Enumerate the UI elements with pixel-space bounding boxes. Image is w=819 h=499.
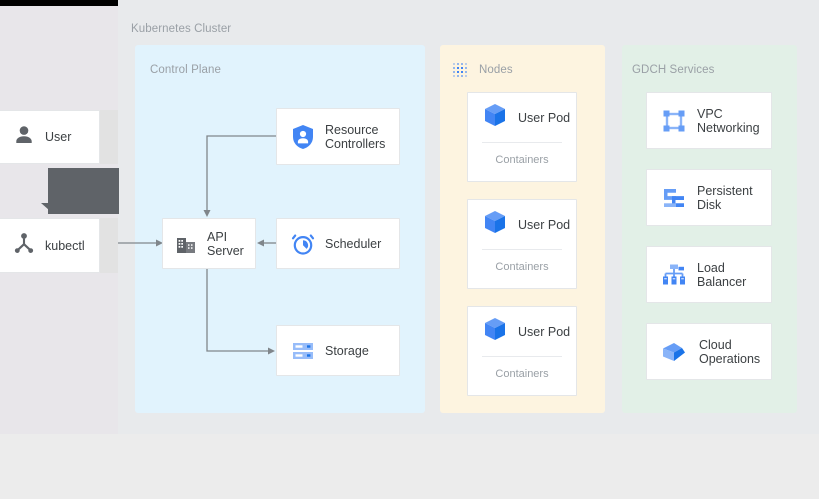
user-pod-2[interactable]: User Pod Containers — [467, 199, 577, 289]
actor-kubectl-label: kubectl — [45, 238, 85, 253]
top-black-bar — [0, 0, 118, 6]
user-pod-3[interactable]: User Pod Containers — [467, 306, 577, 396]
user-pod-3-label: User Pod — [518, 324, 571, 339]
user-pod-2-sublabel: Containers — [495, 260, 549, 273]
card-storage-label: Storage — [325, 343, 369, 358]
cube-icon — [482, 102, 508, 133]
service-cloud-operations[interactable]: Cloud Operations — [646, 323, 772, 380]
cube-icon — [482, 316, 508, 347]
card-scheduler[interactable]: Scheduler — [276, 218, 400, 269]
cloud-operations-icon — [661, 339, 689, 365]
user-pod-1[interactable]: User Pod Containers — [467, 92, 577, 182]
shield-person-icon — [291, 124, 315, 150]
alarm-clock-icon — [291, 232, 315, 256]
nodes-title: Nodes — [479, 64, 513, 76]
user-pod-3-header: User Pod — [468, 307, 576, 356]
kubernetes-cluster-container: Kubernetes Cluster — [118, 6, 819, 434]
card-api-server-label: API Server — [207, 229, 244, 258]
service-vpc-networking[interactable]: VPC Networking — [646, 92, 772, 149]
user-pod-1-label: User Pod — [518, 110, 571, 125]
user-pod-1-header: User Pod — [468, 93, 576, 142]
dotted-grid-icon — [453, 63, 467, 77]
tooltip-pointer — [41, 203, 49, 210]
building-icon — [175, 233, 197, 255]
cube-icon — [482, 209, 508, 240]
person-icon — [13, 124, 35, 151]
actor-user-label: User — [45, 130, 72, 144]
background-band-left — [0, 0, 118, 434]
control-plane-title: Control Plane — [150, 64, 221, 76]
card-api-server[interactable]: API Server — [162, 218, 256, 269]
divider — [482, 356, 562, 357]
persistent-disk-icon — [661, 185, 687, 211]
kubectl-card-shadow — [100, 218, 118, 273]
card-resource-controllers[interactable]: Resource Controllers — [276, 108, 400, 165]
user-pod-3-sublabel: Containers — [495, 367, 549, 380]
storage-icon — [291, 340, 315, 362]
divider — [482, 142, 562, 143]
service-load-balancer-label: Load Balancer — [697, 260, 747, 289]
kubectl-icon — [13, 232, 35, 259]
load-balancer-icon — [661, 262, 687, 288]
card-storage[interactable]: Storage — [276, 325, 400, 376]
service-persistent-disk[interactable]: Persistent Disk — [646, 169, 772, 226]
user-pod-2-header: User Pod — [468, 200, 576, 249]
cluster-title: Kubernetes Cluster — [131, 23, 232, 35]
actor-kubectl[interactable]: kubectl — [0, 218, 100, 273]
vpc-network-icon — [661, 108, 687, 134]
tooltip-callout — [48, 168, 119, 214]
divider — [482, 249, 562, 250]
service-persistent-disk-label: Persistent Disk — [697, 183, 753, 212]
user-pod-1-sublabel: Containers — [495, 153, 549, 166]
actor-user[interactable]: User — [0, 110, 100, 164]
service-cloud-operations-label: Cloud Operations — [699, 337, 761, 366]
gdch-services-title: GDCH Services — [632, 64, 715, 76]
service-vpc-networking-label: VPC Networking — [697, 106, 760, 135]
card-resource-controllers-label: Resource Controllers — [325, 122, 386, 151]
service-load-balancer[interactable]: Load Balancer — [646, 246, 772, 303]
card-scheduler-label: Scheduler — [325, 236, 382, 251]
user-pod-2-label: User Pod — [518, 217, 571, 232]
user-card-shadow — [100, 110, 118, 164]
